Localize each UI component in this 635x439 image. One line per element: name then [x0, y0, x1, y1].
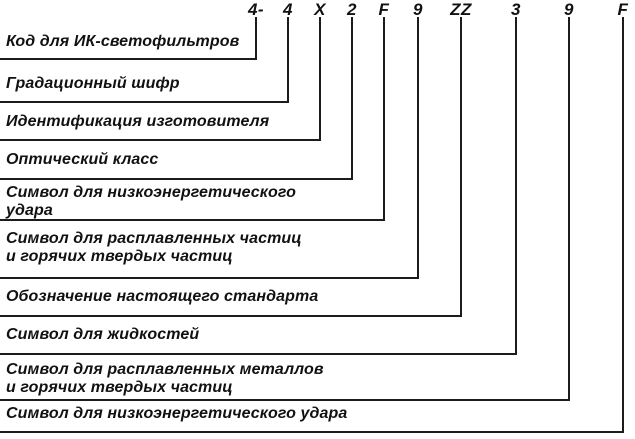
connector-horizontal-line — [0, 219, 385, 221]
connector-vertical-line — [417, 17, 419, 279]
connector-horizontal-line — [0, 139, 321, 141]
code-part: 2 — [347, 0, 357, 19]
code-part: F — [378, 0, 390, 19]
connector-vertical-line — [383, 17, 385, 221]
code-part: 3 — [511, 0, 521, 19]
connector-vertical-line — [287, 17, 289, 103]
connector-vertical-line — [255, 17, 257, 60]
field-label: Символ для расплавленных частиц и горячи… — [6, 230, 302, 265]
code-part: 9 — [564, 0, 574, 19]
field-label: Градационный шифр — [6, 75, 180, 92]
connector-vertical-line — [351, 17, 353, 180]
field-label: Идентификация изготовителя — [6, 113, 270, 130]
code-part: 4 — [283, 0, 293, 19]
connector-horizontal-line — [0, 315, 462, 317]
code-part: ZZ — [450, 0, 472, 19]
connector-vertical-line — [460, 17, 462, 317]
field-label: Символ для низкоэнергетического удара — [6, 405, 348, 422]
connector-horizontal-line — [0, 431, 624, 433]
connector-vertical-line — [568, 17, 570, 401]
connector-horizontal-line — [0, 178, 353, 180]
connector-horizontal-line — [0, 399, 570, 401]
field-label: Обозначение настоящего стандарта — [6, 288, 319, 305]
connector-horizontal-line — [0, 353, 517, 355]
code-part: X — [314, 0, 326, 19]
code-part: 9 — [413, 0, 423, 19]
connector-horizontal-line — [0, 101, 289, 103]
connector-vertical-line — [622, 17, 624, 433]
code-part: 4- — [247, 0, 265, 19]
connector-horizontal-line — [0, 277, 419, 279]
code-part: F — [617, 0, 629, 19]
field-label: Символ для жидкостей — [6, 326, 200, 343]
field-label: Код для ИК-светофильтров — [6, 33, 240, 50]
connector-horizontal-line — [0, 58, 257, 60]
field-label: Оптический класс — [6, 151, 159, 168]
field-label: Символ для низкоэнергетического удара — [6, 184, 297, 219]
field-label: Символ для расплавленных металлов и горя… — [6, 361, 324, 396]
connector-vertical-line — [319, 17, 321, 141]
connector-vertical-line — [515, 17, 517, 355]
